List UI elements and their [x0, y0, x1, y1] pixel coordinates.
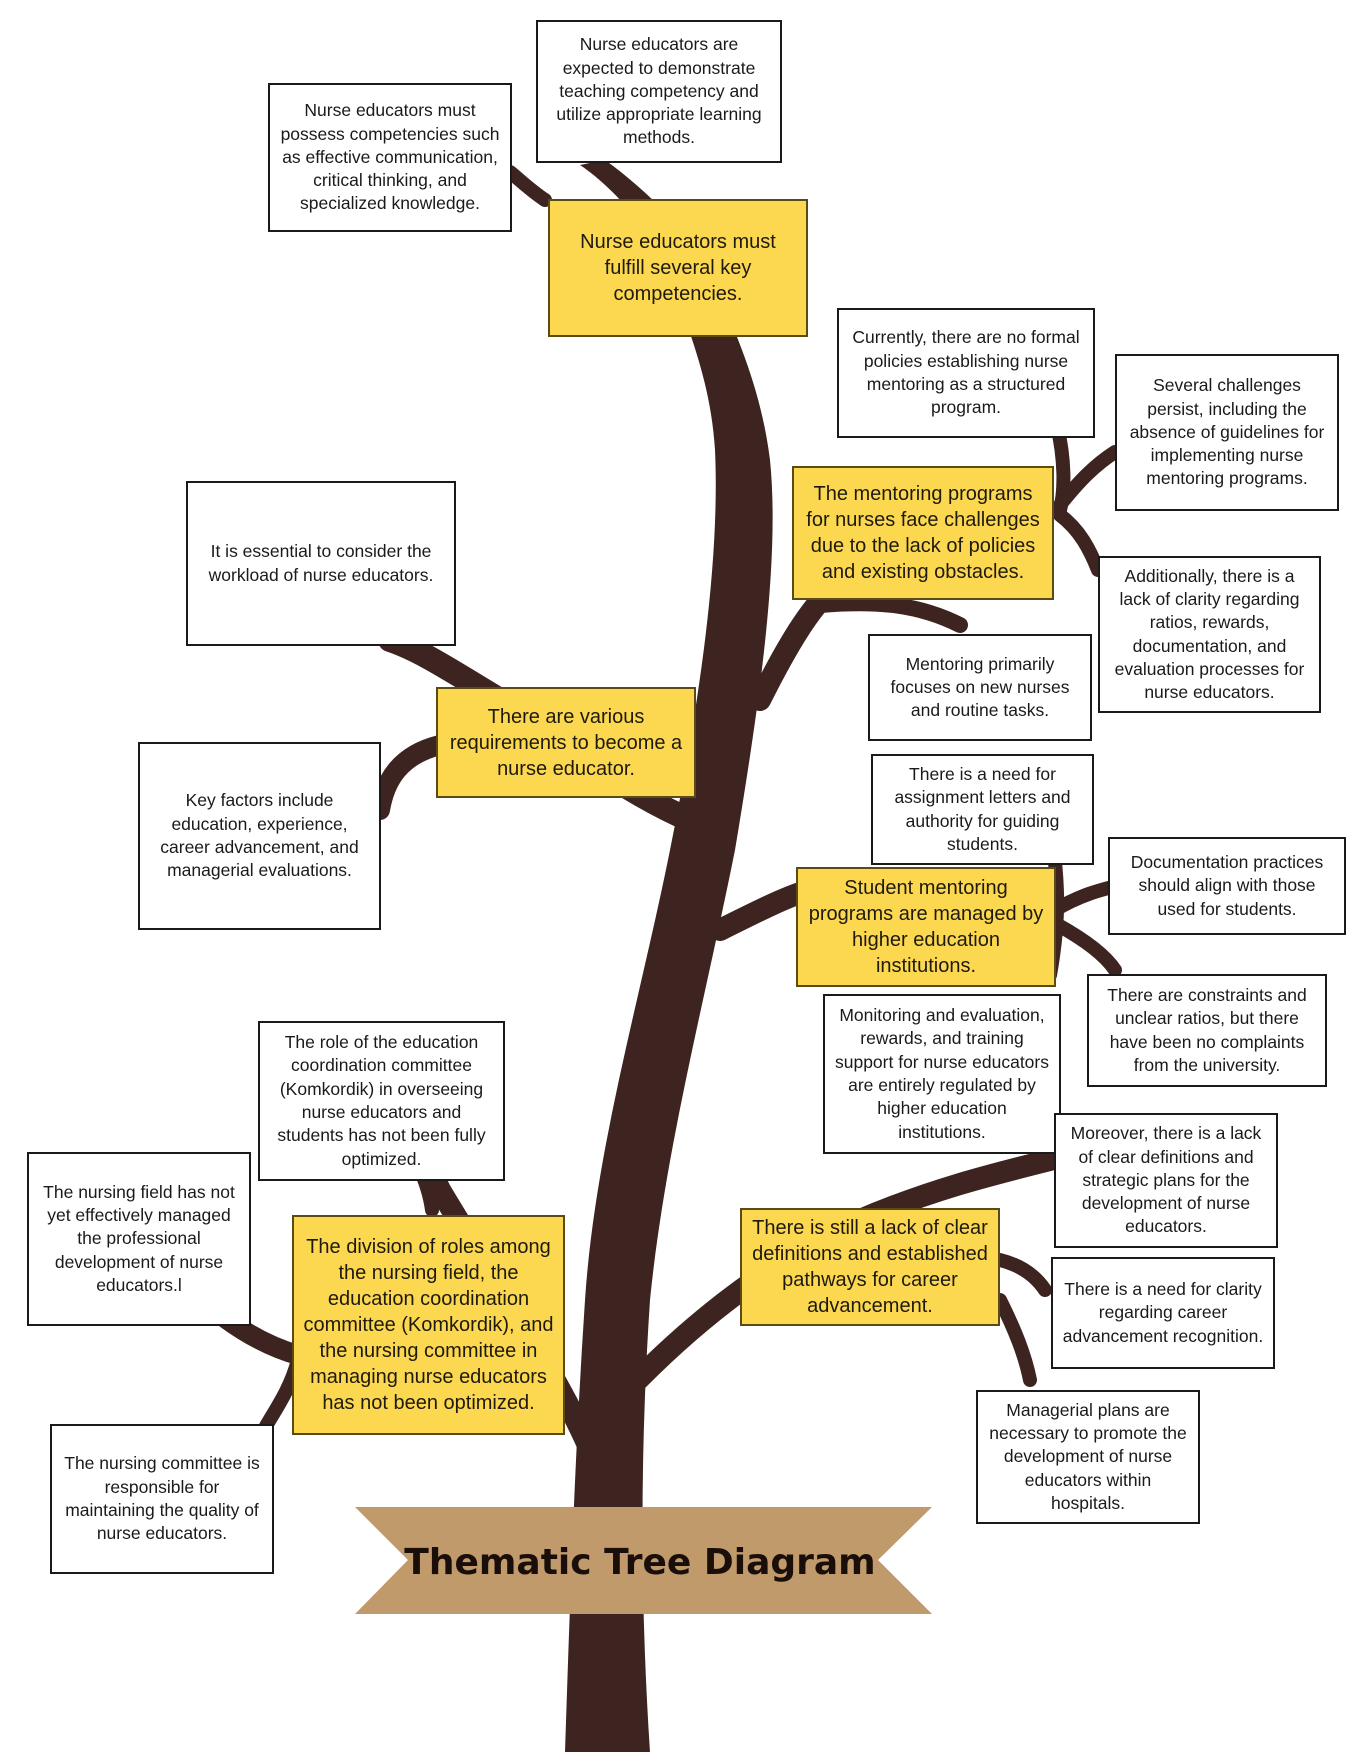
- detail-box: Additionally, there is a lack of clarity…: [1098, 556, 1321, 713]
- detail-box: Key factors include education, experienc…: [138, 742, 381, 930]
- detail-box: Documentation practices should align wit…: [1108, 837, 1346, 935]
- detail-box: There is a need for clarity regarding ca…: [1051, 1257, 1275, 1369]
- detail-box: Several challenges persist, including th…: [1115, 354, 1339, 511]
- detail-box: There are constraints and unclear ratios…: [1087, 974, 1327, 1087]
- detail-box: Managerial plans are necessary to promot…: [976, 1390, 1200, 1524]
- theme-box-student-mentoring: Student mentoring programs are managed b…: [796, 867, 1056, 987]
- detail-box: Nurse educators are expected to demonstr…: [536, 20, 782, 163]
- detail-box: The role of the education coordination c…: [258, 1021, 505, 1181]
- theme-box-division-of-roles: The division of roles among the nursing …: [292, 1215, 565, 1435]
- tree-trunk: [565, 160, 773, 1752]
- theme-box-career: There is still a lack of clear definitio…: [740, 1208, 1000, 1326]
- detail-box: Nurse educators must possess competencie…: [268, 83, 512, 232]
- detail-box: The nursing field has not yet effectivel…: [27, 1152, 251, 1326]
- theme-box-mentoring: The mentoring programs for nurses face c…: [792, 466, 1054, 600]
- detail-box: Monitoring and evaluation, rewards, and …: [823, 994, 1061, 1154]
- detail-box: There is a need for assignment letters a…: [871, 754, 1094, 865]
- detail-box: The nursing committee is responsible for…: [50, 1424, 274, 1574]
- detail-box: Mentoring primarily focuses on new nurse…: [868, 634, 1092, 741]
- detail-box: Currently, there are no formal policies …: [837, 308, 1095, 438]
- detail-box: It is essential to consider the workload…: [186, 481, 456, 646]
- theme-box-competencies: Nurse educators must fulfill several key…: [548, 199, 808, 337]
- detail-box: Moreover, there is a lack of clear defin…: [1054, 1113, 1278, 1248]
- theme-box-requirements: There are various requirements to become…: [436, 687, 696, 798]
- diagram-title: Thematic Tree Diagram: [404, 1541, 876, 1583]
